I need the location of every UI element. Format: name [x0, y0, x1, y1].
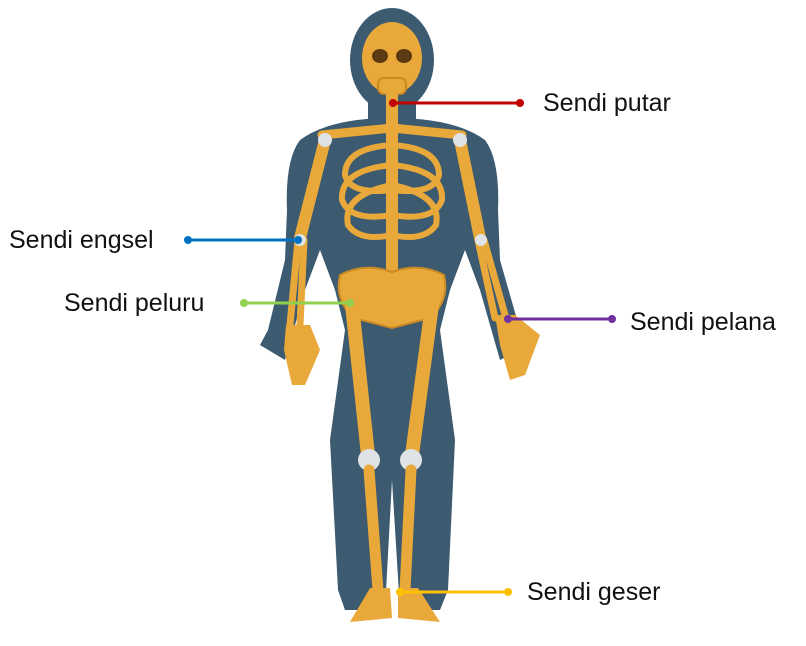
forearm-right-b — [480, 236, 509, 319]
label-sendi-peluru: Sendi peluru — [64, 289, 205, 317]
eye-socket-left — [372, 49, 388, 63]
clavicle-left — [317, 123, 397, 140]
callout-geser — [396, 588, 512, 596]
callout-putar — [389, 99, 524, 107]
clavicle-right — [387, 123, 467, 140]
label-sendi-putar: Sendi putar — [543, 89, 671, 117]
callout-dot-putar-end — [516, 99, 524, 107]
callout-dot-engsel-end — [294, 236, 302, 244]
label-sendi-geser: Sendi geser — [527, 578, 661, 606]
callout-dot-peluru-start — [240, 299, 248, 307]
shoulder-joint-left — [318, 133, 332, 147]
hand-left — [284, 325, 320, 385]
knee-right — [400, 449, 422, 471]
callouts — [184, 99, 616, 596]
callout-pelana — [504, 315, 616, 323]
skeleton — [284, 22, 540, 622]
hand-right — [495, 315, 540, 380]
callout-dot-engsel-start — [184, 236, 192, 244]
label-sendi-pelana: Sendi pelana — [630, 308, 776, 336]
callout-dot-pelana-end — [608, 315, 616, 323]
tibia-left — [363, 464, 384, 596]
forearm-left-b — [296, 236, 308, 329]
callout-dot-geser-end — [504, 588, 512, 596]
foot-left — [350, 588, 392, 622]
foot-right — [398, 588, 440, 622]
humerus-right — [454, 134, 486, 244]
tibia-right — [399, 464, 417, 596]
femur-left — [345, 298, 375, 462]
knee-left — [358, 449, 380, 471]
callout-dot-pelana-start — [504, 315, 512, 323]
forearm-left-a — [286, 236, 302, 329]
femur-right — [405, 298, 439, 462]
humerus-left — [294, 134, 331, 244]
forearm-right-a — [474, 236, 499, 322]
rib-cage — [338, 142, 446, 240]
elbow-joint-right — [475, 234, 487, 246]
callout-dot-putar-start — [389, 99, 397, 107]
eye-socket-right — [396, 49, 412, 63]
callout-dot-geser-start — [396, 588, 404, 596]
callout-engsel — [184, 236, 302, 244]
callout-peluru — [240, 299, 354, 307]
skull — [362, 22, 422, 94]
callout-dot-peluru-end — [346, 299, 354, 307]
shoulder-joint-right — [453, 133, 467, 147]
label-sendi-engsel: Sendi engsel — [9, 226, 154, 254]
